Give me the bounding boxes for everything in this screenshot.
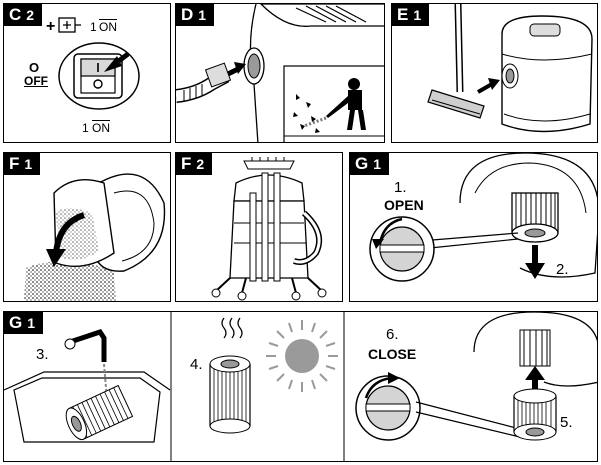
arrow-icon xyxy=(46,212,86,267)
close-label: CLOSE xyxy=(368,346,417,362)
on-top-label: ON xyxy=(99,20,117,34)
on-bottom-label: ON xyxy=(92,121,110,135)
step-3-label: 3. xyxy=(36,346,49,363)
arrow-icon xyxy=(525,245,545,279)
steam-icon xyxy=(221,317,243,339)
off-label: OFF xyxy=(24,74,48,88)
on-bottom-number: 1 xyxy=(82,121,89,135)
blower-connection-illustration xyxy=(176,4,384,142)
rocker-switch-illustration xyxy=(58,17,140,110)
arrow-icon xyxy=(477,78,500,94)
step-5-label: 5. xyxy=(560,414,573,431)
filter-removal-illustration xyxy=(369,153,597,282)
power-plug-icon xyxy=(58,17,81,33)
step-6-label: 6. xyxy=(386,326,399,343)
arrow-icon xyxy=(104,52,130,72)
filter-cleaning-illustration xyxy=(4,312,597,461)
accessory-storage-illustration xyxy=(211,157,327,301)
vacuum-with-nozzle-illustration xyxy=(427,4,593,133)
plus-sign: + xyxy=(46,18,56,35)
step-2-label: 2. xyxy=(556,261,569,278)
rotate-arrow-icon xyxy=(364,372,400,399)
off-zero-label: O xyxy=(29,60,40,75)
step-4-label: 4. xyxy=(190,356,203,373)
rotate-arrow-icon xyxy=(372,217,403,249)
open-label: OPEN xyxy=(384,197,424,213)
on-top-number: 1 xyxy=(90,20,97,34)
arrow-icon xyxy=(226,62,246,77)
emptying-tank-illustration xyxy=(24,173,166,301)
step-1-label: 1. xyxy=(394,179,407,196)
sun-icon xyxy=(266,320,338,392)
